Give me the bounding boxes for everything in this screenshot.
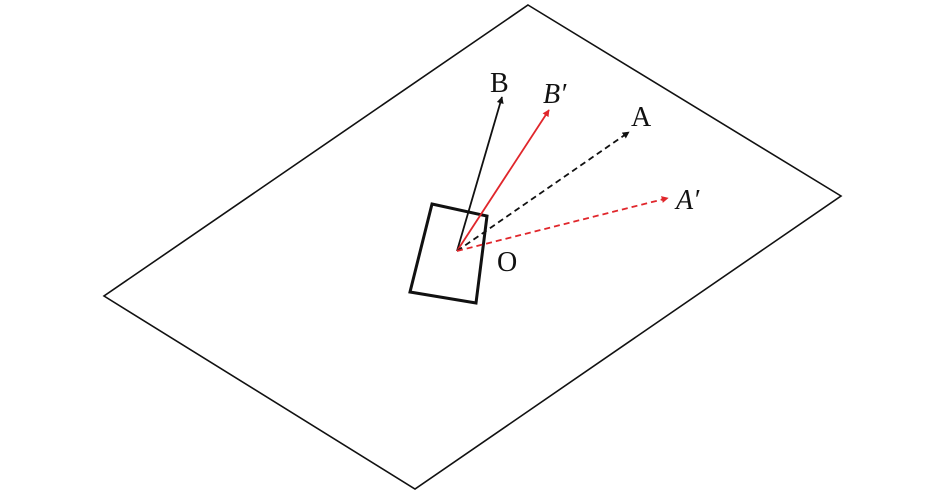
label-A-prime: A′	[674, 185, 700, 216]
vector-OA	[456, 131, 630, 252]
ground-plane	[102, 4, 843, 490]
label-A: A	[631, 102, 652, 133]
object-rectangle	[408, 202, 489, 305]
vector-OA-prime	[456, 196, 669, 252]
label-B: B	[490, 68, 509, 99]
vector-OB-prime	[456, 109, 550, 252]
label-O: O	[497, 247, 517, 278]
vector-OB	[456, 96, 504, 252]
label-B-prime: B′	[543, 79, 567, 110]
